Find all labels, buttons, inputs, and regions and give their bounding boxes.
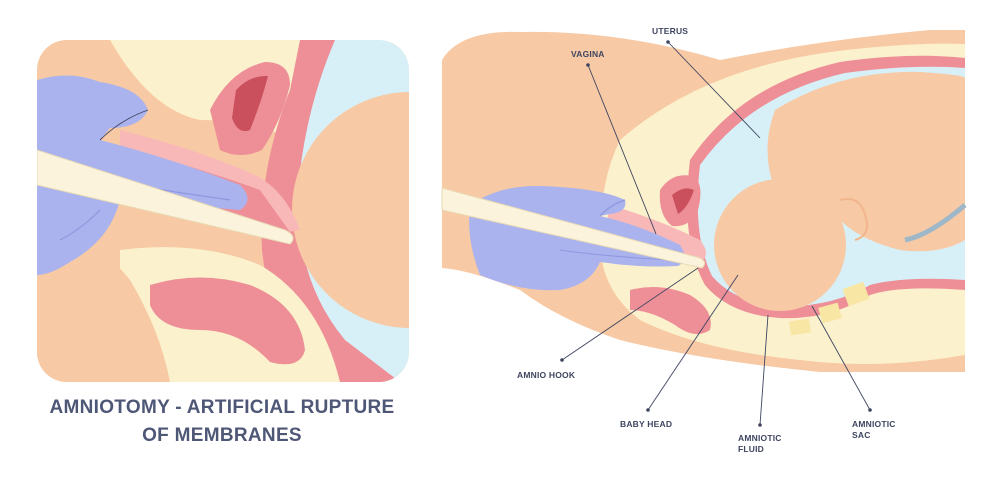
sagittal-baby-head	[714, 179, 846, 311]
label-amnio-hook: AMNIO HOOK	[517, 267, 699, 380]
label-vagina: VAGINA	[571, 49, 657, 235]
label-uterus: UTERUS	[652, 26, 761, 139]
label-amniotic-sac-line1: AMNIOTIC	[852, 419, 896, 429]
closeup-amnio-hook	[37, 149, 294, 245]
closeup-baby-head	[292, 92, 409, 328]
label-amniotic-fluid: AMNIOTIC FLUID	[738, 314, 782, 454]
label-vagina-text: VAGINA	[571, 49, 605, 59]
label-baby-head: BABY HEAD	[620, 274, 739, 429]
label-baby-head-text: BABY HEAD	[620, 419, 672, 429]
label-amniotic-sac-line2: SAC	[852, 430, 871, 440]
sagittal-amnio-hook	[441, 187, 706, 269]
label-uterus-text: UTERUS	[652, 26, 688, 36]
sagittal-diagram	[441, 30, 967, 372]
label-amnio-hook-text: AMNIO HOOK	[517, 370, 576, 380]
label-amniotic-fluid-line2: FLUID	[738, 444, 764, 454]
closeup-panel	[37, 40, 409, 382]
diagram-title-line1: AMNIOTOMY - ARTIFICIAL RUPTURE	[49, 397, 395, 418]
label-amniotic-fluid-line1: AMNIOTIC	[738, 433, 782, 443]
diagram-title-line2: OF MEMBRANES	[142, 425, 302, 446]
label-amniotic-sac: AMNIOTIC SAC	[811, 305, 896, 440]
